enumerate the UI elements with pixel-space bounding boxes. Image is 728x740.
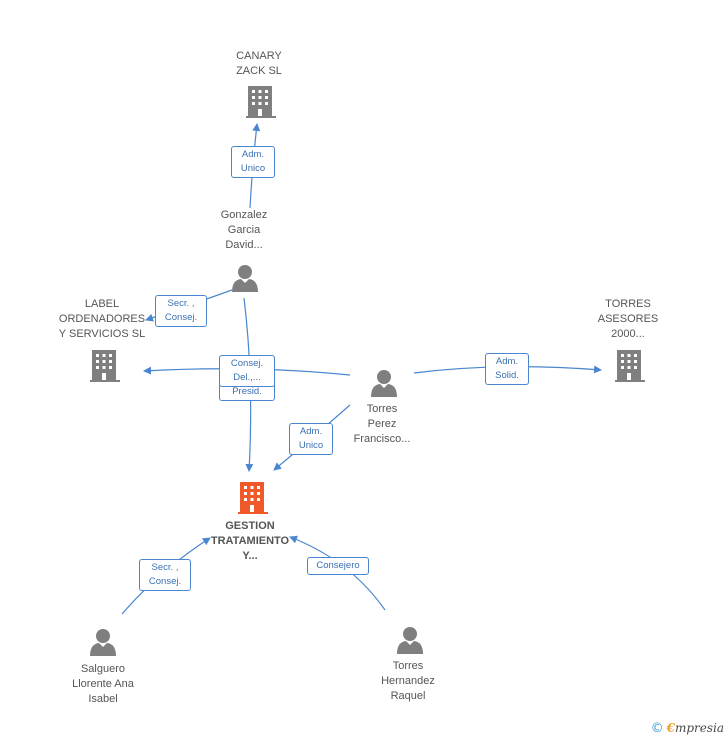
node-label-torres-asesores[interactable]: TORRES ASESORES 2000... [597,298,659,340]
edge-label-torres-gestion: Adm. Unico [289,423,333,455]
building-icon [246,86,276,118]
person-icon [90,629,116,656]
node-label-gonzalez[interactable]: Gonzalez Garcia David... [220,209,268,251]
edge-label-torres-label: Consej. Del.,... [219,355,275,387]
person-icon [371,370,397,397]
person-icon [232,265,258,292]
edge-label-torres-asesores: Adm. Solid. [485,353,529,385]
node-label-canary[interactable]: CANARY ZACK SL [236,50,282,77]
node-label-torres-perez[interactable]: Torres Perez Francisco... [353,403,411,445]
node-label-torres-hernandez[interactable]: Torres Hernandez Raquel [381,660,435,702]
copyright-icon: © [650,721,664,736]
building-icon [90,350,120,382]
brand-footer: ©€mpresia [651,721,724,736]
building-icon [615,350,645,382]
node-label-gestion[interactable]: GESTION TRATAMIENTO Y... [210,520,290,562]
person-icon [397,627,423,654]
node-label-salguero[interactable]: Salguero Llorente Ana Isabel [72,663,134,705]
node-label-label-ordenadores[interactable]: LABEL ORDENADORES Y SERVICIOS SL [58,298,146,340]
edge-label-salguero-gestion: Secr. , Consej. [139,559,191,591]
edge-label-gonzalez-label: Secr. , Consej. [155,295,207,327]
brand-logo-text: mpresia [674,721,724,735]
edge-label-hernandez-gestion: Consejero [307,557,369,575]
building-icon-main [238,482,268,514]
edge-label-gonzalez-canary: Adm. Unico [231,146,275,178]
brand-logo-initial: € [666,721,675,735]
